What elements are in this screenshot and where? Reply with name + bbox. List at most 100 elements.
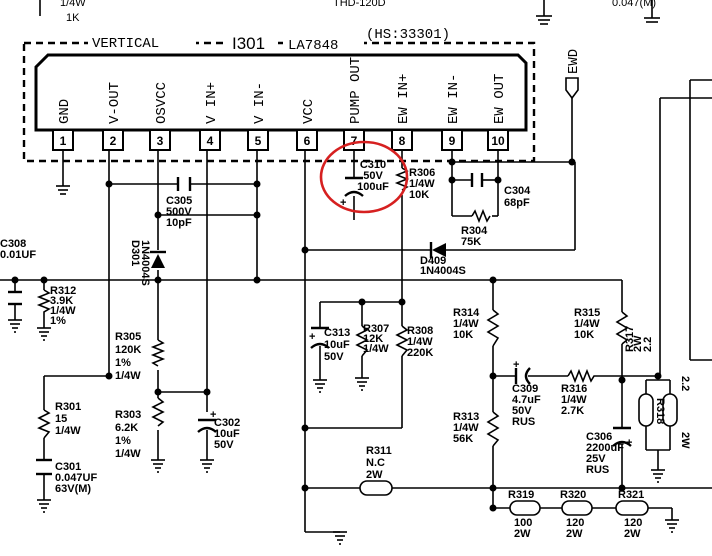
component-ref: R303 (115, 409, 141, 421)
component-ref: C305 (166, 195, 192, 207)
top-fragments: 1/4W 1K THD-120D 0.047(M) (39, 0, 660, 25)
component-spec: 3.9K (50, 295, 73, 307)
ground-symbol (665, 519, 679, 533)
ic-pin-9: 9EW IN- (441, 74, 463, 151)
ic-part: LA7848 (288, 38, 338, 54)
frag-top-center: THD-120D (333, 0, 386, 9)
ic-block: VERTICAL I301 LA7848 (HS:33301) 1GND2V-O… (22, 27, 536, 163)
component-spec: 1N4004S (139, 240, 151, 286)
component-spec: 50V (363, 170, 383, 182)
component-spec: 56K (453, 433, 473, 445)
r307-zigzag (355, 325, 369, 357)
r314-zigzag (486, 309, 500, 347)
frag-top-right: 0.047(M) (612, 0, 656, 9)
ground-symbol (651, 469, 665, 483)
pin-label: V IN+ (204, 82, 220, 124)
ground-symbol (313, 379, 327, 393)
component-spec: 1% (115, 435, 131, 447)
component-ref: R312 (50, 285, 76, 297)
component-spec: 1/4W (453, 422, 479, 434)
component-spec: 50V (214, 439, 234, 451)
component-ref: C306 (586, 431, 612, 443)
component-rating: 2W (514, 528, 531, 540)
ground-symbol (8, 319, 22, 333)
component-spec: 10pF (166, 217, 192, 229)
pin-number: 5 (255, 134, 262, 148)
component-ref: R321 (618, 489, 644, 501)
pin-number: 7 (351, 134, 358, 148)
component-spec: 2.7K (561, 405, 584, 417)
r308-zigzag (395, 325, 409, 357)
svg-text:+: + (626, 437, 632, 449)
component-spec: 1/4W (407, 336, 433, 348)
component-spec: 1/4W (115, 448, 141, 460)
svg-text:+: + (309, 331, 315, 343)
ground-symbol (333, 531, 347, 545)
ic-title: VERTICAL (92, 36, 159, 52)
component-spec: 12K (363, 333, 383, 345)
svg-text:+: + (513, 359, 519, 371)
component-ref: R318 (654, 398, 666, 424)
component-value: 100 (514, 517, 532, 529)
ic-pin-4: 4 V IN+ (199, 82, 221, 151)
component-spec: RUS (586, 464, 609, 476)
component-ref: C304 (504, 185, 531, 197)
component-ref: R313 (453, 411, 479, 423)
component-ref: R305 (115, 331, 141, 343)
component-ref: D409 (420, 255, 446, 267)
component-spec: 10uF (324, 339, 350, 351)
pin-label: V IN- (252, 82, 268, 124)
component-spec: N.C (366, 457, 385, 469)
component-spec: 1% (50, 315, 66, 327)
component-ref: C302 (214, 417, 240, 429)
component-spec: 15 (55, 413, 67, 425)
component-spec: 1/4W (363, 343, 389, 355)
pin-label: GND (57, 99, 73, 124)
component-spec: 2W (632, 335, 644, 352)
component-ref: R306 (409, 167, 435, 179)
component-spec: 2.2 (642, 337, 654, 352)
component-spec: 1N4004S (420, 265, 466, 277)
component-spec: 1% (115, 357, 131, 369)
pin-number: 10 (491, 134, 505, 148)
component-spec: 1/4W (50, 305, 76, 317)
component-spec: 1/4W (453, 318, 479, 330)
ground-symbol (37, 327, 51, 341)
pin-number: 6 (304, 134, 311, 148)
component-ref: R315 (574, 307, 600, 319)
pin-number: 4 (207, 134, 214, 148)
component-spec: 10K (409, 189, 429, 201)
component-spec: 1/4W (574, 318, 600, 330)
component-ref: R308 (407, 325, 433, 337)
component-spec: 63V(M) (55, 483, 91, 495)
component-spec: 10K (574, 329, 594, 341)
pin-label: EW IN+ (396, 74, 412, 124)
component-spec: 100uF (357, 181, 389, 193)
pin-number: 9 (449, 134, 456, 148)
component-ref: D301 (129, 240, 141, 266)
component-spec: 0.01UF (0, 249, 36, 261)
wiring (0, 79, 712, 533)
pin-label: OSVCC (154, 82, 170, 124)
r305-zigzag (150, 339, 166, 367)
